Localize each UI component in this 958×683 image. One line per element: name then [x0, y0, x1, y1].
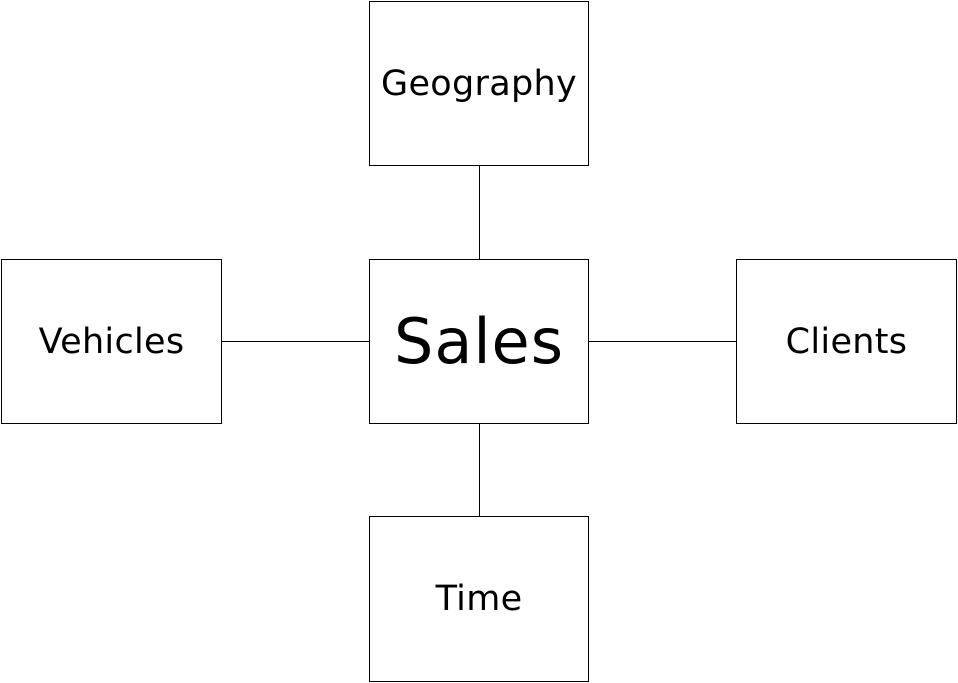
clients-box: Clients — [736, 259, 957, 424]
time-box: Time — [369, 516, 589, 682]
time-label: Time — [435, 579, 523, 619]
sales-label: Sales — [393, 305, 565, 378]
connector-sales-vehicles — [221, 341, 370, 342]
vehicles-label: Vehicles — [38, 321, 185, 362]
connector-sales-geography — [479, 165, 480, 260]
connector-sales-time — [479, 423, 480, 517]
sales-box: Sales — [369, 259, 589, 424]
clients-label: Clients — [785, 321, 908, 362]
geography-box: Geography — [369, 1, 589, 166]
vehicles-box: Vehicles — [1, 259, 222, 424]
connector-sales-clients — [588, 341, 737, 342]
geography-label: Geography — [381, 63, 577, 104]
